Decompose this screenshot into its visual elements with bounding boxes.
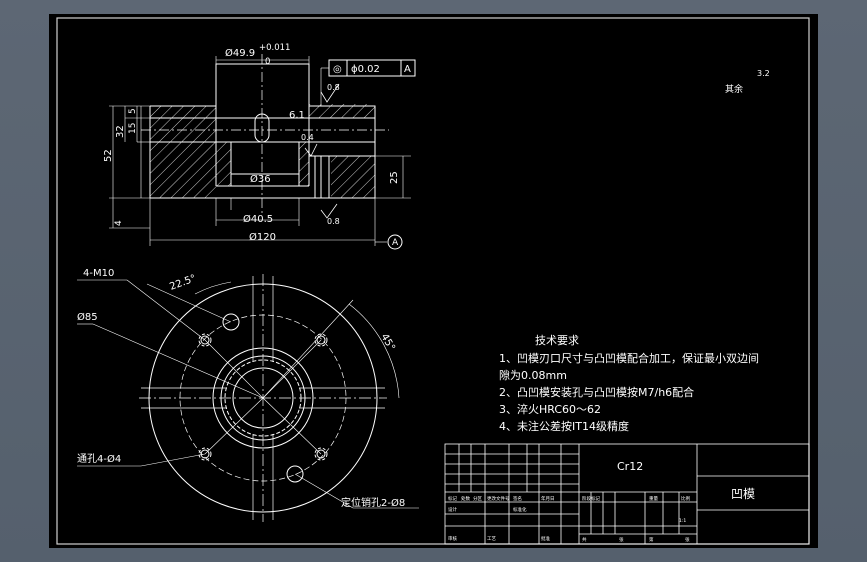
gdt-symbol-icon: ◎ — [333, 64, 342, 75]
tb-small-label: 共 — [582, 536, 587, 543]
dowel-holes-label: 定位销孔2-Ø8 — [341, 496, 405, 509]
tb-small-label: 标准化 — [513, 506, 527, 513]
thread-holes-label: 4-M10 — [83, 268, 114, 279]
tb-small-label: 比例 — [681, 495, 690, 502]
technical-notes: 技术要求 1、凹模刃口尺寸与凸凹模配合加工，保证最小双边间 隙为0.08mm 2… — [499, 334, 759, 433]
dim-36: Ø36 — [250, 173, 271, 185]
angle-45: 45° — [378, 332, 396, 353]
tb-small-label: 年月日 — [541, 495, 555, 502]
note-line-1: 1、凹模刃口尺寸与凸凹模配合加工，保证最小双边间 — [499, 351, 759, 365]
pcd-label: Ø85 — [77, 311, 98, 323]
dim-15: 15 — [128, 123, 138, 134]
tb-small-label: 批准 — [541, 535, 550, 542]
cad-drawing: Ø49.9 +0.011 0 ◎ ϕ0.02 A 0.8 0.4 0.8 3.2… — [56, 17, 810, 545]
drawing-frame — [56, 17, 810, 545]
tb-small-label: 重量 — [649, 495, 658, 502]
dim-4: 4 — [114, 220, 124, 226]
bore-dia-label: Ø49.9 — [225, 47, 255, 59]
drawing-viewport[interactable]: Ø49.9 +0.011 0 ◎ ϕ0.02 A 0.8 0.4 0.8 3.2… — [49, 14, 818, 548]
tb-small-label: 张 — [619, 536, 624, 543]
tb-small-label: 处数 — [461, 495, 470, 502]
dim-25: 25 — [389, 171, 400, 184]
tb-small-label: 设计 — [448, 506, 457, 513]
tb-small-label: 标记 — [448, 495, 457, 502]
dim-40-5: Ø40.5 — [243, 213, 273, 225]
dim-32: 32 — [115, 125, 126, 138]
notes-title: 技术要求 — [535, 334, 579, 347]
roughness-bottom: 0.8 — [327, 217, 340, 226]
tb-small-label: 审核 — [448, 535, 457, 542]
roughness-top: 0.8 — [327, 83, 340, 92]
dim-6-1: 6.1 — [289, 110, 305, 121]
material-label: Cr12 — [617, 460, 643, 473]
angle-22-5: 22.5° — [168, 273, 197, 293]
tb-small-label: 工艺 — [487, 536, 496, 542]
gdt-value: ϕ0.02 — [351, 64, 380, 75]
section-view — [109, 54, 416, 250]
dim-5: 5 — [128, 108, 138, 114]
gdt-datum: A — [404, 64, 411, 75]
plan-view — [77, 274, 419, 522]
tb-small-label: 阶段标记 — [582, 495, 600, 502]
tb-small-label: 分区 — [473, 495, 482, 502]
note-line-4: 3、淬火HRC60～62 — [499, 402, 601, 416]
note-line-3: 2、凸凹模安装孔与凸凹模按M7/h6配合 — [499, 385, 694, 399]
title-block — [444, 443, 810, 545]
roughness-general-label: 其余 — [725, 83, 743, 95]
title-block-text: Cr12 凹模 标记 处数 分区 更改文件号 签名 年月日 设计 标准化 阶段标… — [448, 460, 755, 543]
roughness-side: 0.4 — [301, 133, 314, 142]
datum-a-label: A — [392, 238, 399, 248]
part-name-label: 凹模 — [731, 487, 755, 501]
dim-120: Ø120 — [249, 231, 276, 243]
tb-small-label: 更改文件号 — [487, 495, 510, 502]
note-line-2: 隙为0.08mm — [499, 368, 567, 382]
dim-52: 52 — [103, 149, 114, 162]
bore-tol-lower: 0 — [265, 57, 270, 67]
through-holes-label: 通孔4-Ø4 — [77, 453, 121, 465]
tb-small-label: 第 — [649, 536, 654, 543]
note-line-5: 4、未注公差按IT14级精度 — [499, 419, 629, 433]
tb-small-label: 签名 — [513, 495, 522, 502]
tb-scale-label: 1:1 — [679, 518, 686, 524]
roughness-general-value: 3.2 — [757, 69, 770, 78]
tb-small-label: 张 — [685, 536, 690, 543]
bore-tol-upper: +0.011 — [259, 43, 290, 53]
